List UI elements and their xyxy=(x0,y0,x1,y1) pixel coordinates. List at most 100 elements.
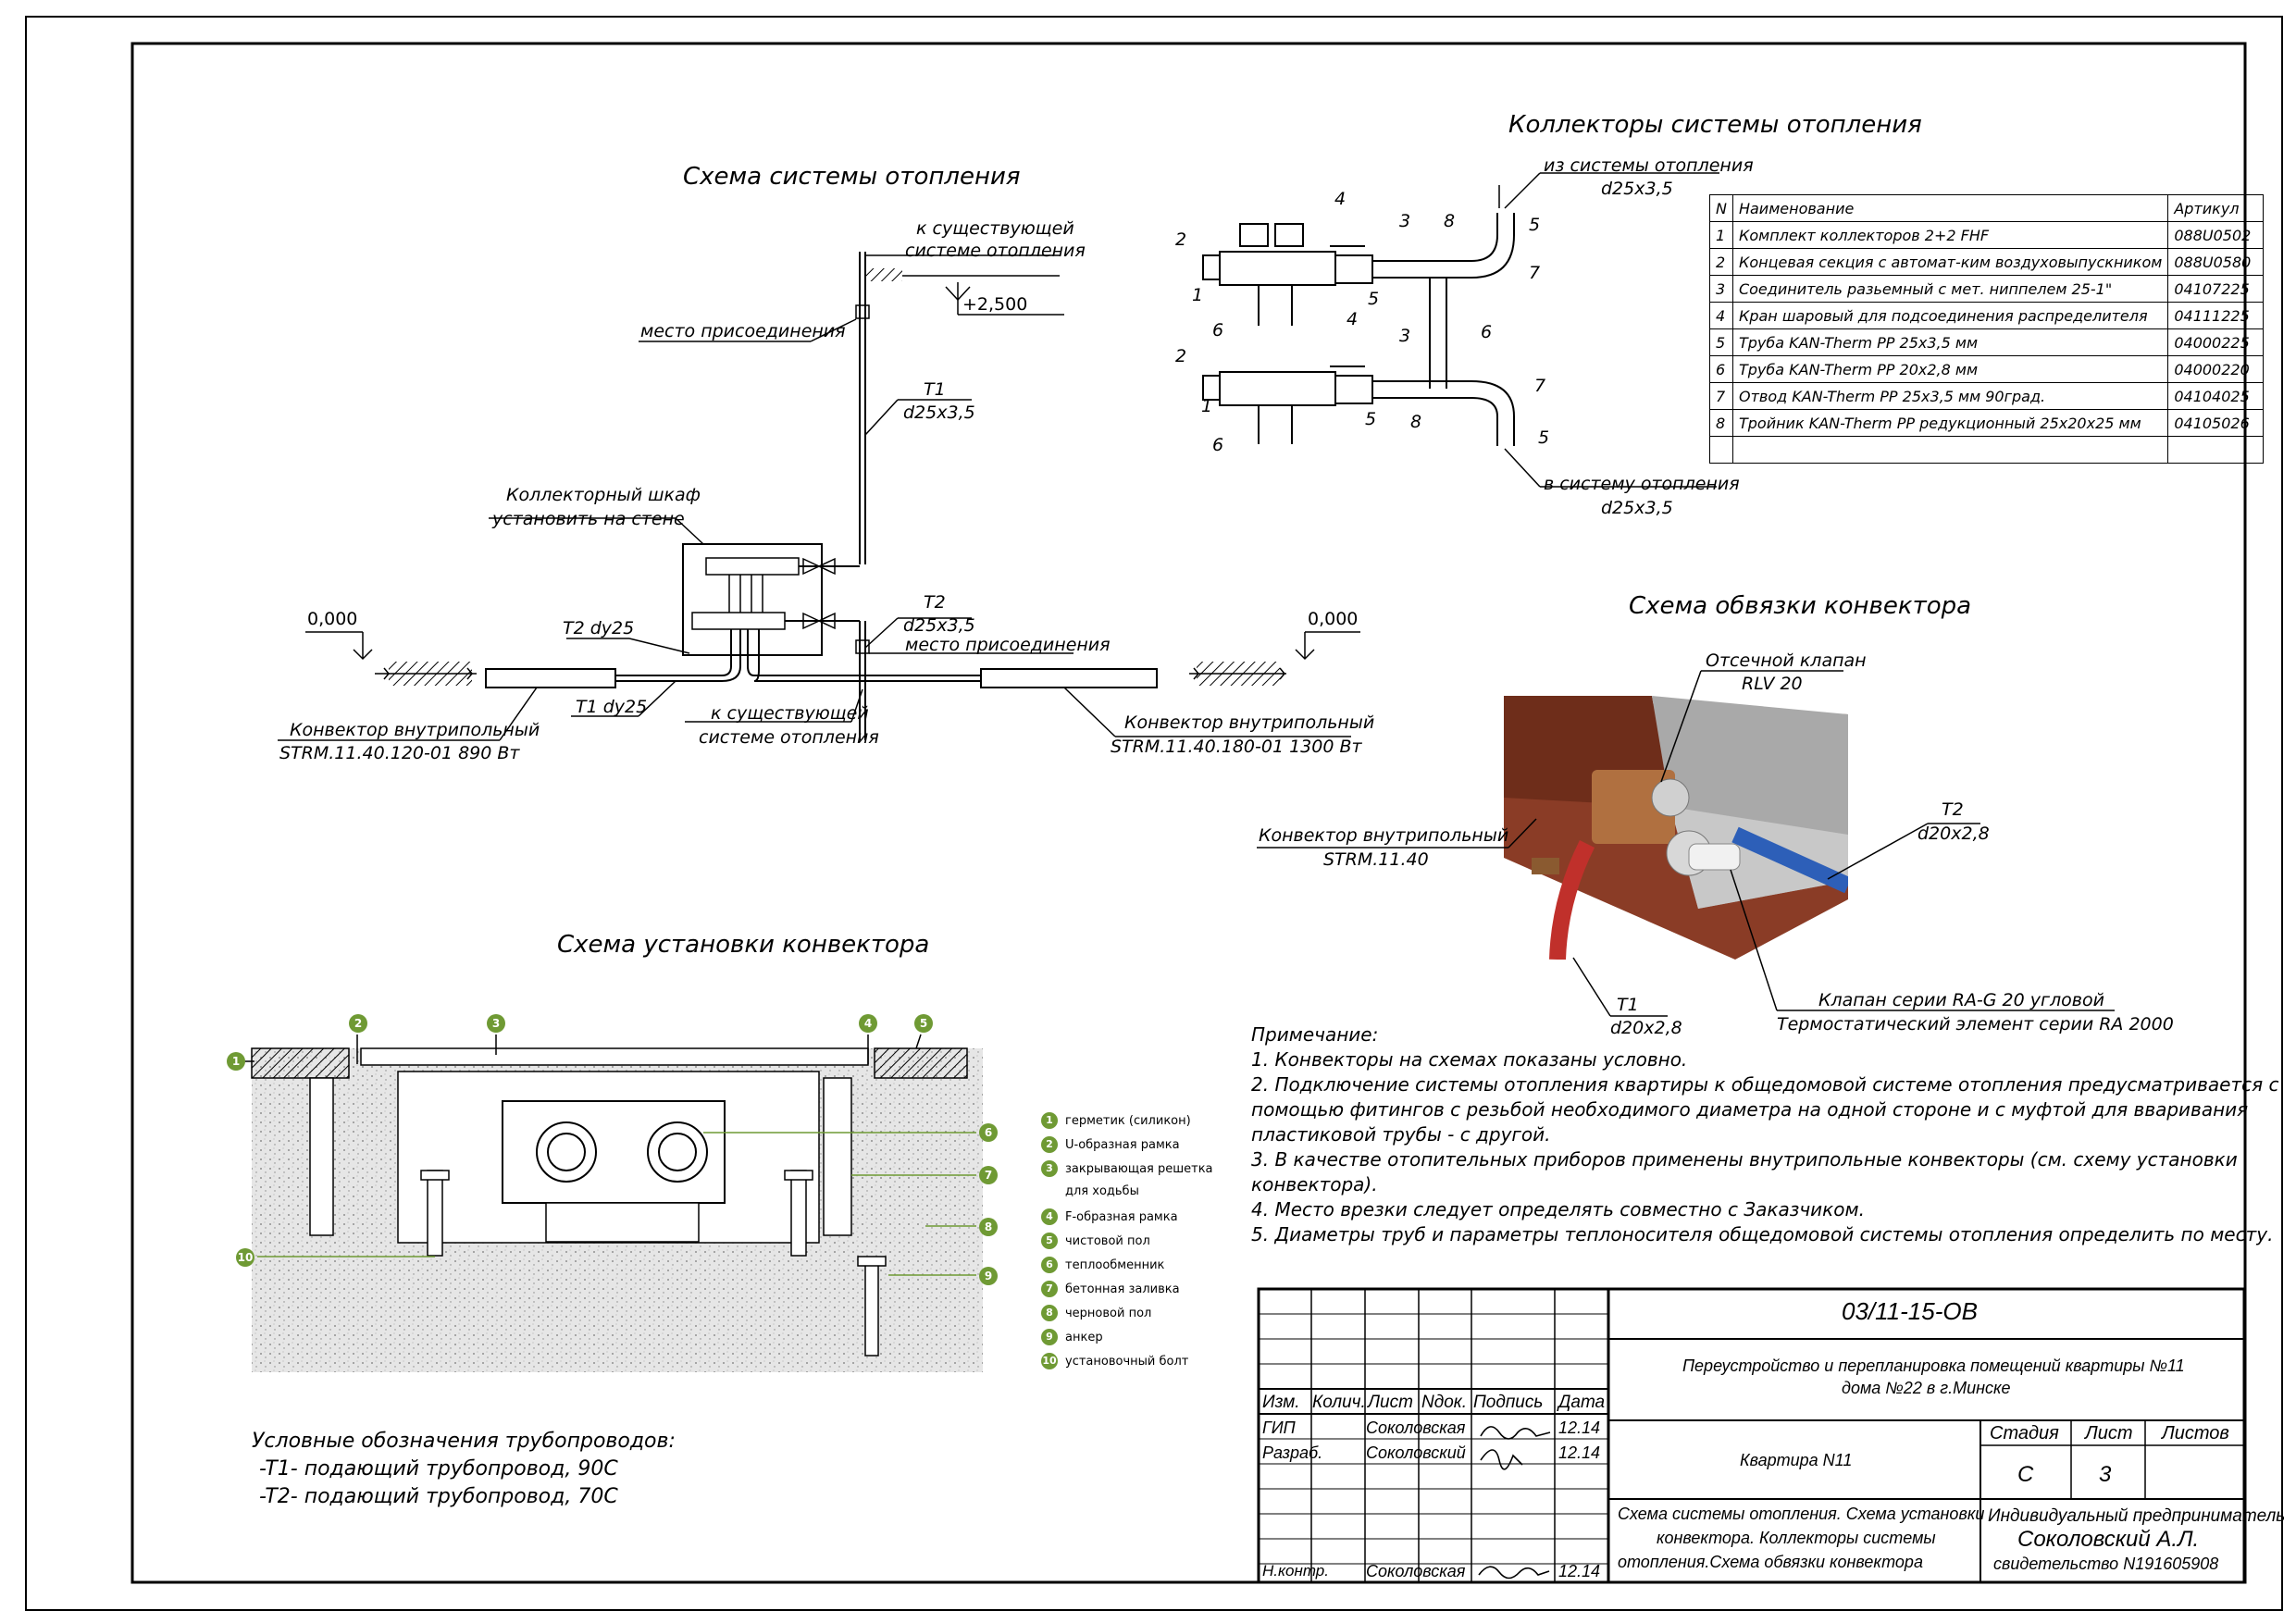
to-existing-top-1: к существующей xyxy=(916,218,1074,239)
collector-callout-5a: 5 xyxy=(1529,215,1541,235)
connection-point-bottom: место присоединения xyxy=(905,635,1111,655)
col-header-izm: Изм. xyxy=(1262,1393,1300,1412)
collector-callout-1a: 1 xyxy=(1192,285,1204,305)
project-title-1: Переустройство и перепланировка помещени… xyxy=(1682,1357,2185,1375)
legend-badge: 4 xyxy=(1041,1208,1058,1225)
convector-left-1: Конвектор внутрипольный xyxy=(290,720,540,740)
pipe-legend-t1: -T1- подающий трубопровод, 90C xyxy=(259,1457,618,1481)
convector-binding-illustration xyxy=(1504,696,1848,960)
org-line-2: Соколовский А.Л. xyxy=(2017,1527,2200,1552)
note-line: 3. В качестве отопительных приборов прим… xyxy=(1251,1148,2238,1171)
to-existing-bottom-2: системе отопления xyxy=(699,727,879,748)
note-line: помощью фитингов с резьбой необходимого … xyxy=(1251,1098,2249,1121)
legend-text: F-образная рамка xyxy=(1065,1209,1178,1224)
binding-t1-diameter: d20x2,8 xyxy=(1610,1018,1682,1038)
note-line: 2. Подключение системы отопления квартир… xyxy=(1251,1073,2279,1096)
date-norm-control: 12.14 xyxy=(1558,1562,1601,1580)
col-header-kolich: Колич. xyxy=(1312,1393,1366,1412)
heating-scheme-title: Схема системы отопления xyxy=(683,163,1021,191)
spec-cell-n: 4 xyxy=(1709,302,1733,329)
spec-header-n: N xyxy=(1709,194,1733,222)
convector-left-2: STRM.11.40.120-01 890 Вт xyxy=(279,743,520,763)
legend-item-3b: для ходьбы xyxy=(1065,1184,1139,1198)
spec-cell-n: 3 xyxy=(1709,275,1733,303)
spec-header-name: Наименование xyxy=(1731,194,2169,222)
role-gip: ГИП xyxy=(1262,1419,1296,1437)
legend-text: U-образная рамка xyxy=(1065,1137,1180,1152)
note-line: конвектора). xyxy=(1251,1173,1378,1196)
callout-badge-4: 4 xyxy=(859,1014,877,1033)
collector-callout-3a: 3 xyxy=(1399,211,1411,231)
legend-badge: 1 xyxy=(1041,1112,1058,1129)
t1-dy-label: T1 dy25 xyxy=(576,697,648,717)
spec-cell-n: 1 xyxy=(1709,221,1733,249)
callout-badge-6: 6 xyxy=(979,1123,998,1142)
legend-badge: 9 xyxy=(1041,1329,1058,1345)
name-gip: Соколовская xyxy=(1366,1419,1466,1437)
t2-label: T2 xyxy=(924,592,946,613)
notes-block: Примечание: 1. Конвекторы на схемах пока… xyxy=(1251,1022,2279,1247)
legend-item-4: 4 F-образная рамка xyxy=(1041,1208,1178,1225)
convector-right-2: STRM.11.40.180-01 1300 Вт xyxy=(1111,737,1362,757)
to-system-label: в систему отопления xyxy=(1544,474,1740,494)
legend-badge: 5 xyxy=(1041,1233,1058,1249)
collectors-lines xyxy=(1202,172,1719,488)
binding-title: Схема обвязки конвектора xyxy=(1629,592,1972,620)
callout-badge-1: 1 xyxy=(227,1052,245,1071)
collector-callout-8a: 8 xyxy=(1444,211,1456,231)
spec-cell-article: 088U0502 xyxy=(2167,221,2265,249)
collector-callout-2b: 2 xyxy=(1175,346,1187,366)
t1-diameter: d25x3,5 xyxy=(903,403,975,423)
spec-cell-article: 04111225 xyxy=(2167,302,2265,329)
role-developer: Разраб. xyxy=(1262,1443,1323,1462)
binding-t2-diameter: d20x2,8 xyxy=(1917,824,1990,844)
spec-cell-name: Соединитель разьемный с мет. ниппелем 25… xyxy=(1731,275,2169,303)
date-gip: 12.14 xyxy=(1558,1419,1601,1437)
spec-cell-n: 6 xyxy=(1709,355,1733,383)
spec-cell-article: 04000220 xyxy=(2167,355,2265,383)
stage-value: С xyxy=(2017,1462,2034,1487)
collector-callout-8b: 8 xyxy=(1410,412,1422,432)
t2-dy-label: T2 dy25 xyxy=(563,618,635,638)
installation-lines xyxy=(243,1034,983,1372)
convector-illustration-svg xyxy=(1504,696,1848,960)
to-system-diameter: d25x3,5 xyxy=(1601,498,1673,518)
callout-badge-8: 8 xyxy=(979,1218,998,1236)
collector-callout-1b: 1 xyxy=(1201,396,1213,416)
note-line: 1. Конвекторы на схемах показаны условно… xyxy=(1251,1048,1688,1071)
collector-callout-3b: 3 xyxy=(1399,326,1411,346)
legend-text: для ходьбы xyxy=(1065,1184,1139,1198)
spec-header-article: Артикул xyxy=(2167,194,2265,222)
spec-header-row: N Наименование Артикул xyxy=(1709,194,2265,222)
heating-scheme-lines xyxy=(278,252,1360,741)
spec-cell-n: 5 xyxy=(1709,328,1733,356)
legend-text: закрывающая решетка xyxy=(1065,1161,1213,1176)
cabinet-label-1: Коллекторный шкаф xyxy=(506,485,701,505)
drawing-title-3: отопления.Схема обвязки конвектора xyxy=(1618,1553,1923,1571)
date-developer: 12.14 xyxy=(1558,1443,1601,1462)
note-line: 5. Диаметры труб и параметры теплоносите… xyxy=(1251,1223,2274,1245)
binding-t2-label: T2 xyxy=(1942,799,1964,820)
callout-badge-2: 2 xyxy=(349,1014,367,1033)
shutoff-valve-label-1: Отсечной клапан xyxy=(1706,650,1867,671)
collectors-title: Коллекторы системы отопления xyxy=(1508,111,1922,139)
spec-cell-name: Отвод KAN-Therm PP 25x3,5 мм 90град. xyxy=(1731,382,2169,410)
callout-badge-5: 5 xyxy=(914,1014,933,1033)
sheets-header: Листов xyxy=(2162,1423,2229,1443)
ra-valve-label-1: Клапан серии RA-G 20 угловой xyxy=(1818,990,2104,1010)
name-norm-control: Соколовская xyxy=(1366,1562,1466,1580)
t2-diameter: d25x3,5 xyxy=(903,615,975,636)
org-line-3: свидетельство N191605908 xyxy=(1993,1555,2219,1573)
legend-text: установочный болт xyxy=(1065,1354,1189,1369)
